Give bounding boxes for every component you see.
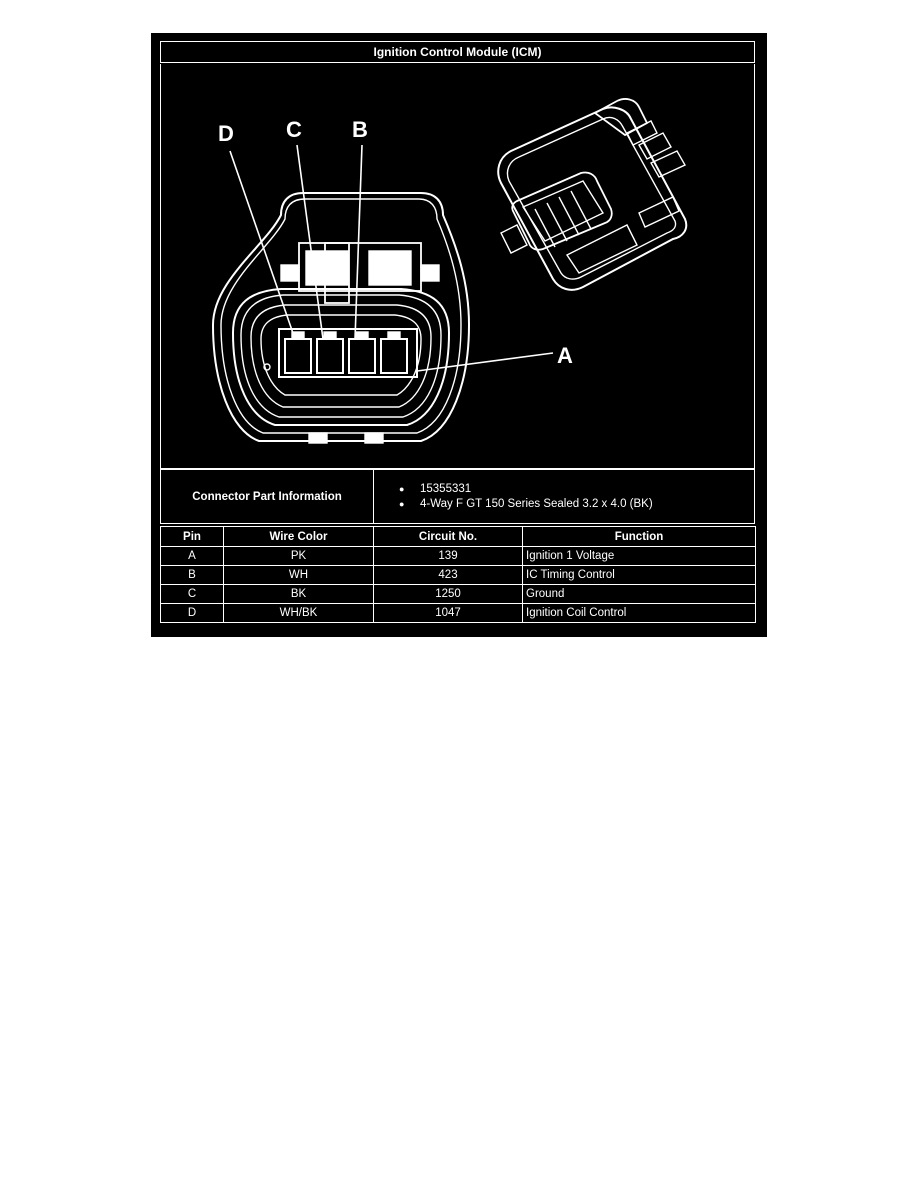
callout-a: A <box>557 343 573 368</box>
table-row: B WH 423 IC Timing Control <box>160 565 756 585</box>
circuit-cell: 139 <box>373 546 523 566</box>
wire-color-cell: PK <box>223 546 374 566</box>
connector-info-label: Connector Part Information <box>160 469 374 524</box>
connector-face-diagram: D C B A <box>211 98 688 444</box>
header-circuit-no: Circuit No. <box>373 526 523 547</box>
wire-color-cell: WH <box>223 565 374 585</box>
callout-d: D <box>218 121 234 146</box>
panel-title: Ignition Control Module (ICM) <box>160 41 755 63</box>
table-row: D WH/BK 1047 Ignition Coil Control <box>160 603 756 623</box>
pin-cell: D <box>160 603 224 623</box>
callout-b: B <box>352 117 368 142</box>
circuit-cell: 1047 <box>373 603 523 623</box>
wire-color-cell: BK <box>223 584 374 604</box>
table-row: A PK 139 Ignition 1 Voltage <box>160 546 756 566</box>
header-function: Function <box>522 526 756 547</box>
pin-table-header: Pin Wire Color Circuit No. Function <box>160 526 756 547</box>
pin-cell: B <box>160 565 224 585</box>
pin-cell: A <box>160 546 224 566</box>
connector-description: 4-Way F GT 150 Series Sealed 3.2 x 4.0 (… <box>399 497 754 512</box>
function-cell: IC Timing Control <box>522 565 756 585</box>
function-cell: Ignition 1 Voltage <box>522 546 756 566</box>
icm-connector-panel: Ignition Control Module (ICM) <box>151 33 767 637</box>
diagram-frame <box>160 64 755 469</box>
pin-cell: C <box>160 584 224 604</box>
header-wire-color: Wire Color <box>223 526 374 547</box>
connector-info-values: 15355331 4-Way F GT 150 Series Sealed 3.… <box>373 469 755 524</box>
circuit-cell: 1250 <box>373 584 523 604</box>
table-row: C BK 1250 Ground <box>160 584 756 604</box>
function-cell: Ground <box>522 584 756 604</box>
circuit-cell: 423 <box>373 565 523 585</box>
title-table: Ignition Control Module (ICM) <box>160 41 755 63</box>
wire-color-cell: WH/BK <box>223 603 374 623</box>
connector-info-table: Connector Part Information 15355331 4-Wa… <box>160 469 755 524</box>
part-number: 15355331 <box>399 482 754 497</box>
function-cell: Ignition Coil Control <box>522 603 756 623</box>
pin-table: Pin Wire Color Circuit No. Function A PK… <box>160 526 756 623</box>
header-pin: Pin <box>160 526 224 547</box>
callout-c: C <box>286 117 302 142</box>
